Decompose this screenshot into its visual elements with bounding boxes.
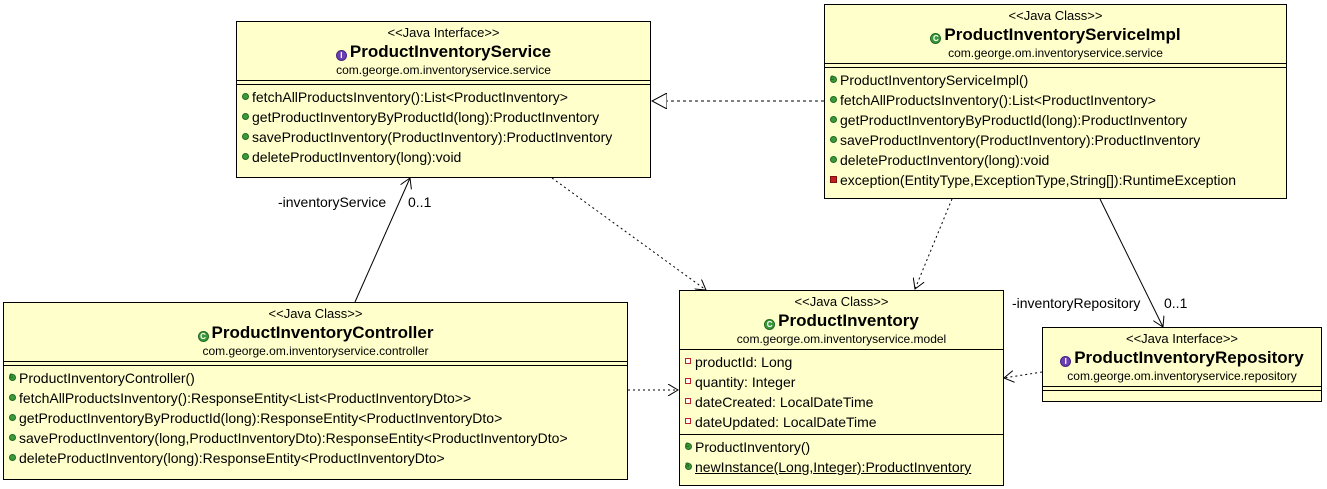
private-field-icon	[685, 418, 691, 424]
method-row: getProductInventoryByProductId(long):Pro…	[242, 107, 650, 127]
field-row: dateUpdated: LocalDateTime	[685, 412, 1003, 432]
public-method-icon	[242, 153, 249, 160]
association-inventory-service	[354, 178, 410, 303]
class-name: ProductInventoryRepository	[1074, 348, 1304, 367]
inventory-service-multiplicity: 0..1	[408, 194, 432, 210]
public-method-icon	[830, 156, 837, 163]
method-row: deleteProductInventory(long):void	[830, 150, 1286, 170]
field-row: dateCreated: LocalDateTime	[685, 392, 1003, 412]
public-method-icon	[9, 394, 16, 401]
class-name: ProductInventoryController	[211, 323, 434, 342]
constructor-icon: c	[9, 372, 16, 381]
package-name: com.george.om.inventoryservice.service	[336, 63, 551, 77]
method-row: fetchAllProductsInventory():ResponseEnti…	[9, 388, 627, 408]
class-icon: C	[930, 33, 942, 44]
method-row: saveProductInventory(long,ProductInvento…	[9, 428, 627, 448]
stereotype: <<Java Class>>	[794, 294, 889, 309]
dependency-impl-model	[915, 198, 953, 289]
interface-icon: I	[1060, 356, 1072, 367]
interface-icon: I	[335, 50, 347, 61]
public-method-icon	[242, 113, 249, 120]
method-row: saveProductInventory(ProductInventory):P…	[242, 127, 650, 147]
stereotype: <<Java Interface>>	[1125, 331, 1239, 346]
dependency-repository-model	[1004, 372, 1043, 378]
private-field-icon	[685, 378, 691, 384]
stereotype: <<Java Class>>	[268, 306, 363, 321]
package-name: com.george.om.inventoryservice.controlle…	[202, 344, 429, 358]
public-method-icon	[830, 136, 837, 143]
public-method-icon	[242, 133, 249, 140]
public-method-icon	[242, 93, 249, 100]
method-row: saveProductInventory(ProductInventory):P…	[830, 130, 1286, 150]
constructor-icon: c	[685, 441, 692, 450]
class-name: ProductInventoryServiceImpl	[944, 25, 1181, 44]
stereotype: <<Java Interface>>	[387, 25, 500, 40]
public-method-icon	[9, 414, 16, 421]
method-row: exception(EntityType,ExceptionType,Strin…	[830, 170, 1286, 190]
class-name: ProductInventory	[778, 311, 919, 330]
private-method-icon	[830, 176, 837, 183]
field-row: quantity: Integer	[685, 372, 1003, 392]
constructor-icon: c	[830, 74, 837, 83]
class-icon: C	[197, 331, 209, 342]
method-row: fetchAllProductsInventory():List<Product…	[830, 90, 1286, 110]
method-row: deleteProductInventory(long):ResponseEnt…	[9, 448, 627, 468]
dependency-service-model	[551, 177, 706, 290]
method-row: getProductInventoryByProductId(long):Res…	[9, 408, 627, 428]
inventory-service-role-label: -inventoryService	[278, 194, 387, 210]
public-method-icon	[9, 434, 16, 441]
stereotype: <<Java Class>>	[1008, 8, 1103, 23]
public-method-icon	[830, 116, 837, 123]
public-method-icon	[830, 96, 837, 103]
public-method-icon	[9, 454, 16, 461]
field-row: productId: Long	[685, 352, 1003, 372]
static-method-icon: s	[685, 461, 692, 470]
inventory-repository-role-label: -inventoryRepository	[1012, 295, 1141, 311]
package-name: com.george.om.inventoryservice.model	[736, 332, 947, 346]
private-field-icon	[685, 398, 691, 404]
package-name: com.george.om.inventoryservice.repositor…	[1067, 369, 1297, 383]
class-name: ProductInventoryService	[349, 42, 552, 61]
method-row: fetchAllProductsInventory():List<Product…	[242, 87, 650, 107]
method-row: deleteProductInventory(long):void	[242, 147, 650, 167]
private-field-icon	[685, 358, 691, 364]
inventory-repository-multiplicity: 0..1	[1164, 295, 1188, 311]
class-icon: C	[764, 319, 776, 330]
package-name: com.george.om.inventoryservice.service	[948, 46, 1163, 60]
method-row: getProductInventoryByProductId(long):Pro…	[830, 110, 1286, 130]
association-inventory-repository	[1099, 198, 1163, 327]
